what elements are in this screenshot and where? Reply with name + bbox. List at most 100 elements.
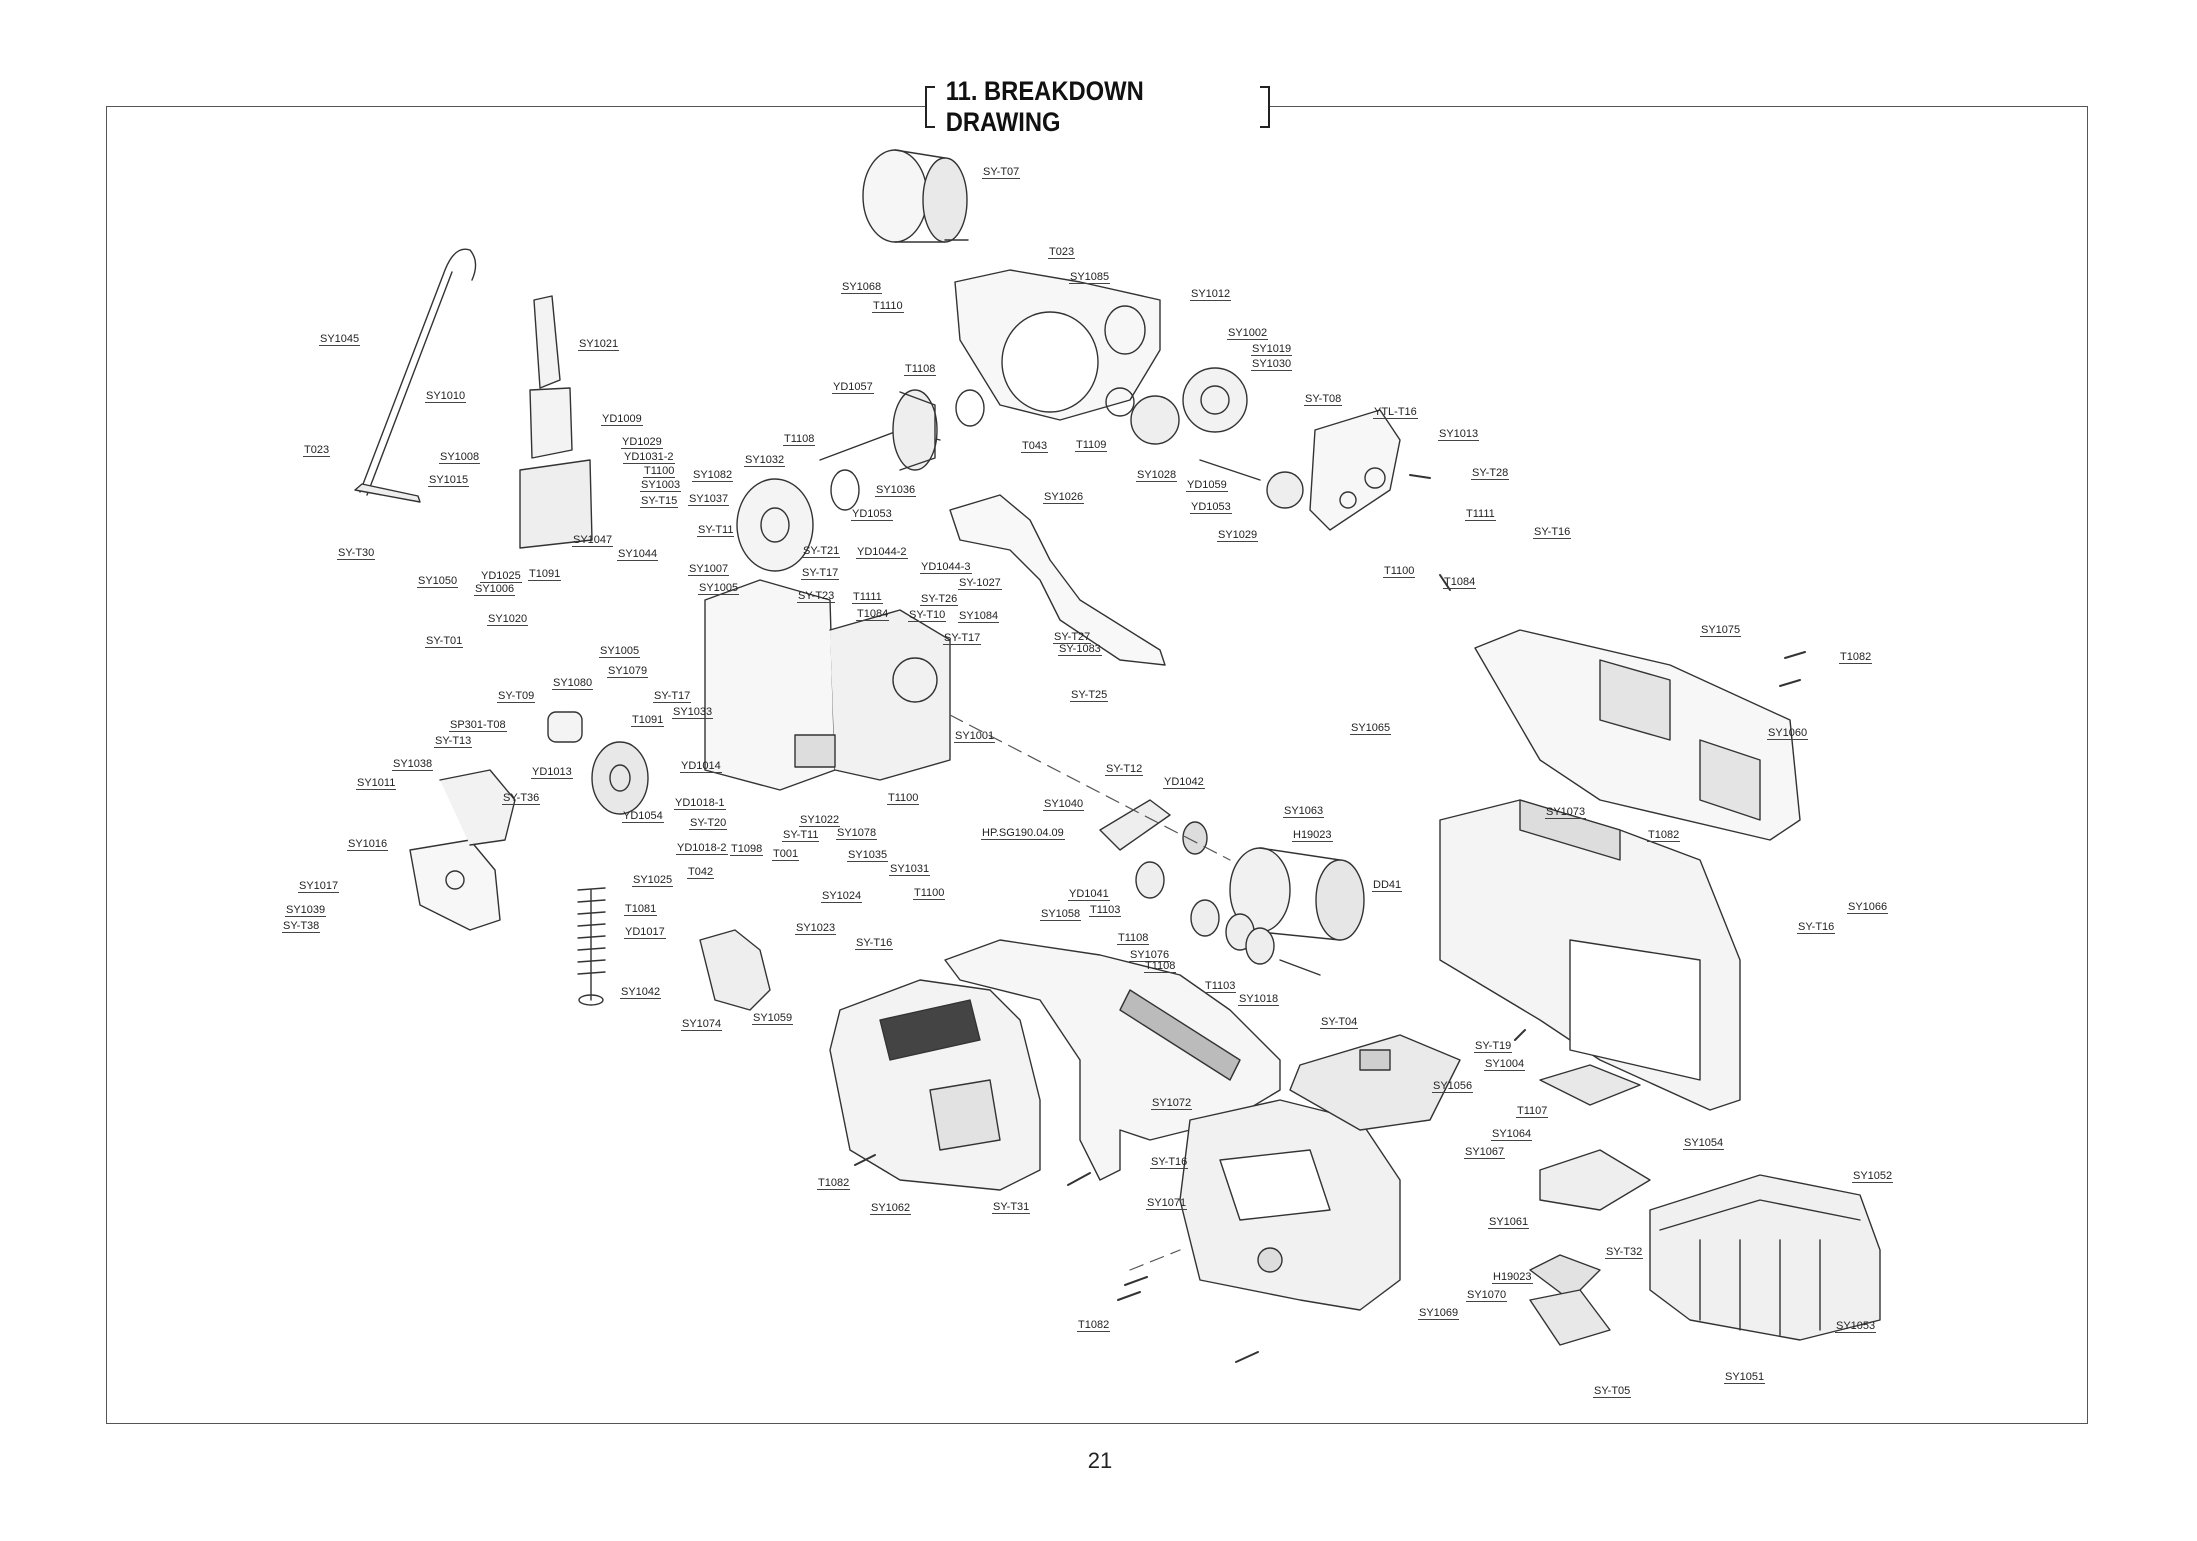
part-label: SY-T04 <box>1320 1016 1359 1029</box>
part-label: SY1025 <box>632 874 674 887</box>
part-label: SY1050 <box>417 575 459 588</box>
part-label: SY1026 <box>1043 491 1085 504</box>
part-label: T1100 <box>913 887 946 900</box>
part-label: SY-T11 <box>697 524 735 537</box>
part-trigger-sy1074 <box>699 929 771 1011</box>
part-label: SY1065 <box>1350 722 1392 735</box>
part-pcb-sy1056 <box>1289 1034 1461 1131</box>
part-label: SY-T05 <box>1593 1385 1632 1398</box>
part-label: SY-T09 <box>497 690 536 703</box>
part-label: YD1018-1 <box>674 797 726 810</box>
part-label: SY1003 <box>640 479 682 492</box>
part-label: SY-T28 <box>1471 467 1510 480</box>
part-label: SY1039 <box>285 904 327 917</box>
part-label: SY-T11 <box>782 829 820 842</box>
part-screws <box>854 474 1806 1363</box>
part-label: YD1025 <box>480 570 522 583</box>
part-label: SY1019 <box>1251 343 1293 356</box>
part-label: SY1085 <box>1069 271 1111 284</box>
part-label: T1084 <box>856 608 890 621</box>
part-label: YD1017 <box>624 926 666 939</box>
part-label: YD1014 <box>680 760 722 773</box>
part-label: YD1042 <box>1163 776 1205 789</box>
part-handle-sy1026 <box>949 494 1166 666</box>
part-label: SY1012 <box>1190 288 1232 301</box>
part-label: SY1079 <box>607 665 649 678</box>
part-label: SY1021 <box>578 338 620 351</box>
part-label: SY1033 <box>672 706 714 719</box>
part-label: T1100 <box>1383 565 1416 578</box>
part-label: T1100 <box>887 792 920 805</box>
part-label: SY1022 <box>799 814 841 827</box>
page-number: 21 <box>1087 1448 1113 1473</box>
part-label: YD1009 <box>601 413 643 426</box>
part-label: SY1084 <box>958 610 1000 623</box>
part-label: SY1064 <box>1491 1128 1533 1141</box>
part-label: SY1006 <box>474 583 516 596</box>
part-label: T023 <box>1048 246 1076 259</box>
part-label: SY1070 <box>1466 1289 1508 1302</box>
part-label: YD1054 <box>622 810 664 823</box>
part-label: SY-T16 <box>1797 921 1836 934</box>
part-label: T1082 <box>1077 1319 1111 1332</box>
part-label: SY1072 <box>1151 1097 1193 1110</box>
part-label: SY1011 <box>356 777 397 790</box>
part-label: T1109 <box>1075 439 1108 452</box>
part-rear-cover-sy1075 <box>1474 629 1801 841</box>
part-battery-plate-sy1004 <box>1539 1064 1641 1106</box>
part-plate-sy1016 <box>409 769 516 931</box>
part-label: SY-T38 <box>282 920 321 933</box>
part-feed-wheel-yd1013 <box>547 711 649 815</box>
part-body-sy1071 <box>1179 1099 1401 1311</box>
part-label: SY1023 <box>795 922 837 935</box>
part-label: SY1060 <box>1767 727 1809 740</box>
part-label: SY1059 <box>752 1012 794 1025</box>
part-label: SY-T13 <box>434 735 473 748</box>
part-label: SY-T23 <box>797 590 836 603</box>
part-label: SY1047 <box>572 534 614 547</box>
part-bevel-gear-yd1057 <box>819 389 985 471</box>
title-bracket-right <box>1260 86 1270 128</box>
part-label: SY1007 <box>688 563 730 576</box>
part-label: SY1080 <box>552 677 594 690</box>
part-label: T1108 <box>1144 960 1177 973</box>
part-label: SY1071 <box>1146 1197 1188 1210</box>
part-label: SY1037 <box>688 493 730 506</box>
part-label: YD1053 <box>851 508 893 521</box>
part-motor-sy-t07 <box>862 149 969 243</box>
part-label: SY1056 <box>1432 1080 1474 1093</box>
part-spring-yd1017 <box>577 887 606 1006</box>
part-label: SY1013 <box>1438 428 1480 441</box>
part-label: SY1082 <box>692 469 734 482</box>
part-label: T1108 <box>1117 932 1150 945</box>
part-label: SY-T16 <box>1150 1156 1189 1169</box>
part-label: T1081 <box>624 903 658 916</box>
part-label: DD41 <box>1372 879 1403 892</box>
part-label: SY-1027 <box>958 577 1002 590</box>
part-label: SY1040 <box>1043 798 1085 811</box>
part-label: SY1028 <box>1136 469 1178 482</box>
part-label: T1107 <box>1516 1105 1549 1118</box>
part-label: YD1031-2 <box>623 451 675 464</box>
part-label: T1108 <box>904 363 937 376</box>
part-label: YD1018-2 <box>676 842 728 855</box>
part-label: T001 <box>772 848 800 861</box>
part-label: SY-T31 <box>992 1201 1031 1214</box>
part-label: SY-T20 <box>689 817 728 830</box>
part-motor-dd41 <box>1229 847 1365 941</box>
part-label: T1082 <box>817 1177 851 1190</box>
part-label: SY-T32 <box>1605 1246 1644 1259</box>
part-label: SY1005 <box>698 582 740 595</box>
part-label: SY-T01 <box>425 635 464 648</box>
part-label: SY1067 <box>1464 1146 1506 1159</box>
page-title: 11. BREAKDOWN DRAWING <box>945 76 1144 137</box>
part-label: SY-T17 <box>801 567 840 580</box>
part-label: SY-T07 <box>982 166 1021 179</box>
part-label: SY1024 <box>821 890 863 903</box>
part-label: SY-1083 <box>1058 643 1102 656</box>
part-label: SY1054 <box>1683 1137 1725 1150</box>
part-plate-sy1013 <box>1309 409 1401 531</box>
part-label: SY1032 <box>744 454 786 467</box>
part-label: SY-T36 <box>502 792 541 805</box>
